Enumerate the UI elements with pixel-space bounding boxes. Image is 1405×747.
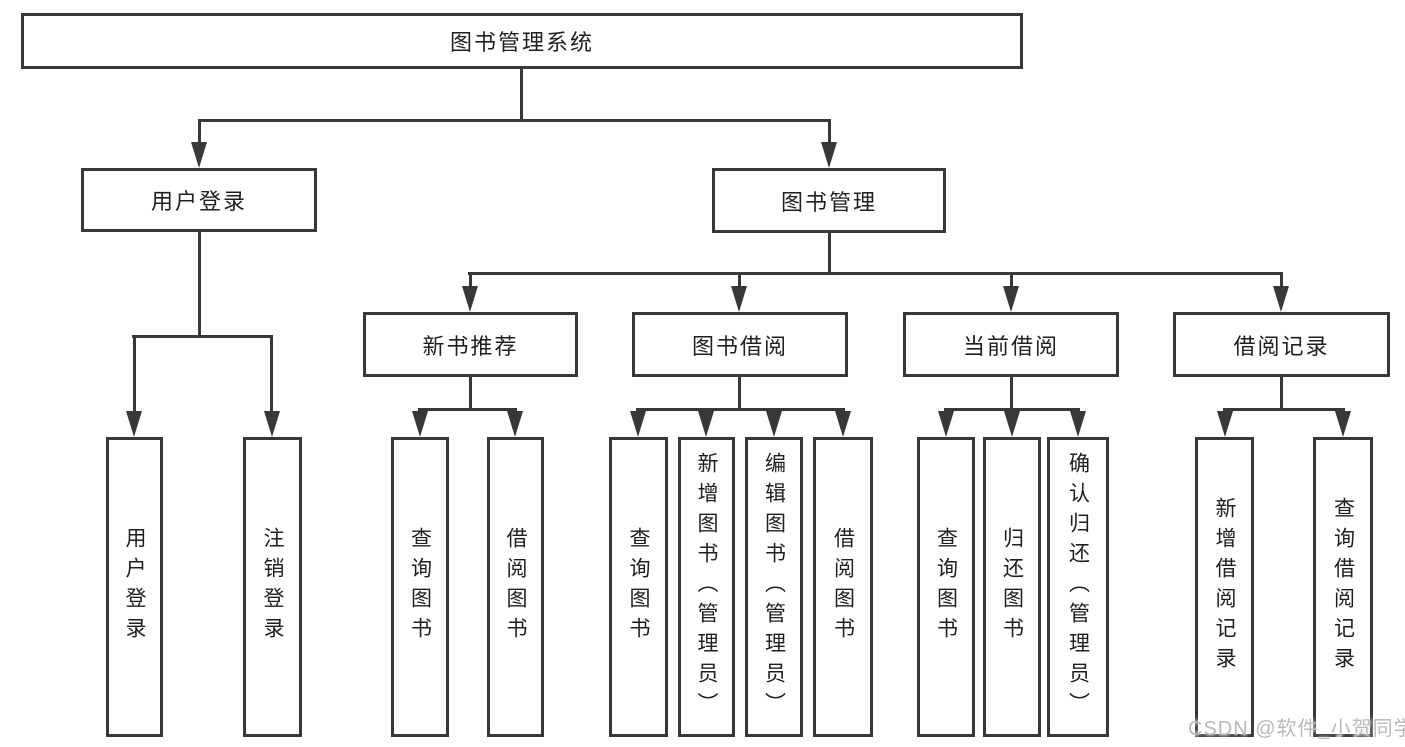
node-label: 查询借阅记录: [1331, 497, 1355, 677]
connector-line: [132, 335, 273, 338]
connector-arrowhead: [1273, 286, 1289, 312]
node-current-borrowing: 当前借阅: [903, 312, 1119, 377]
node-label: 用户登录: [150, 189, 247, 214]
connector-arrowhead: [264, 411, 280, 437]
node-label: 图书管理系统: [449, 30, 594, 55]
connector-arrowhead: [462, 286, 478, 312]
connector-line: [944, 408, 1080, 411]
connector-arrowhead: [731, 286, 747, 312]
connector-line: [1010, 377, 1013, 408]
node-label: 查询图书: [934, 527, 958, 647]
connector-arrowhead: [1004, 411, 1020, 437]
leaf-add-book-admin: 新增图书（管理员）: [678, 437, 735, 737]
leaf-return-books: 归还图书: [983, 437, 1041, 737]
node-new-book-recommendation: 新书推荐: [363, 312, 578, 377]
connector-line: [828, 119, 831, 144]
connector-line: [468, 272, 1282, 275]
node-label: 新书推荐: [422, 333, 519, 359]
connector-line: [738, 377, 741, 408]
connector-arrowhead: [126, 411, 142, 437]
connector-line: [1223, 408, 1345, 411]
connector-arrowhead: [1335, 411, 1351, 437]
node-label: 编辑图书（管理员）: [762, 452, 786, 722]
leaf-query-borrow-record: 查询借阅记录: [1313, 437, 1373, 737]
leaf-add-borrow-record: 新增借阅记录: [1195, 437, 1254, 737]
watermark: CSDN @软件_小贺同学: [1188, 718, 1405, 740]
connector-arrowhead: [1003, 286, 1019, 312]
connector-arrowhead: [630, 411, 646, 437]
node-label: 图书管理: [780, 189, 877, 215]
node-label: 确认归还（管理员）: [1066, 452, 1090, 722]
connector-arrowhead: [821, 142, 837, 168]
node-borrowing-records: 借阅记录: [1173, 312, 1390, 377]
node-label: 借阅图书: [504, 527, 527, 647]
node-system-root: 图书管理系统: [21, 13, 1023, 69]
node-label: 新增图书（管理员）: [695, 452, 718, 722]
connector-arrowhead: [191, 142, 207, 168]
connector-line: [469, 377, 472, 408]
connector-arrowhead: [698, 411, 714, 437]
connector-arrowhead: [1217, 411, 1233, 437]
node-label: 查询图书: [627, 527, 650, 647]
node-book-management: 图书管理: [712, 168, 946, 233]
node-label: 用户登录: [123, 527, 146, 647]
connector-line: [469, 272, 472, 288]
node-book-borrowing: 图书借阅: [632, 312, 848, 377]
connector-arrowhead: [835, 411, 851, 437]
connector-line: [1280, 272, 1283, 288]
node-label: 借阅记录: [1233, 333, 1330, 359]
leaf-user-login: 用户登录: [106, 437, 163, 737]
connector-line: [738, 272, 741, 288]
node-user-login: 用户登录: [81, 168, 317, 232]
leaf-borrow-books: 借阅图书: [813, 437, 873, 737]
connector-arrowhead: [766, 411, 782, 437]
leaf-query-books-borrow: 查询图书: [609, 437, 668, 737]
connector-line: [636, 408, 845, 411]
connector-line: [520, 69, 523, 119]
leaf-edit-book-admin: 编辑图书（管理员）: [745, 437, 803, 737]
connector-arrowhead: [1070, 411, 1086, 437]
leaf-borrow-books-recommend: 借阅图书: [487, 437, 544, 737]
connector-arrowhead: [412, 411, 428, 437]
connector-line: [133, 335, 136, 413]
connector-line: [198, 232, 201, 335]
leaf-confirm-return-admin: 确认归还（管理员）: [1047, 437, 1109, 737]
leaf-query-books-recommend: 查询图书: [391, 437, 449, 737]
connector-line: [198, 119, 831, 122]
connector-line: [1280, 377, 1283, 408]
node-label: 当前借阅: [962, 333, 1059, 359]
node-label: 查询图书: [408, 527, 432, 647]
node-label: 借阅图书: [831, 527, 855, 647]
connector-arrowhead: [938, 411, 954, 437]
connector-line: [270, 335, 273, 413]
node-label: 新增借阅记录: [1213, 497, 1236, 677]
node-label: 归还图书: [1000, 527, 1024, 647]
node-label: 注销登录: [261, 527, 284, 647]
leaf-query-books-current: 查询图书: [917, 437, 975, 737]
connector-line: [828, 233, 831, 272]
connector-line: [418, 408, 517, 411]
node-label: 图书借阅: [691, 333, 788, 359]
connector-arrowhead: [507, 411, 523, 437]
leaf-logout: 注销登录: [243, 437, 302, 737]
connector-line: [198, 119, 201, 144]
connector-line: [1010, 272, 1013, 288]
